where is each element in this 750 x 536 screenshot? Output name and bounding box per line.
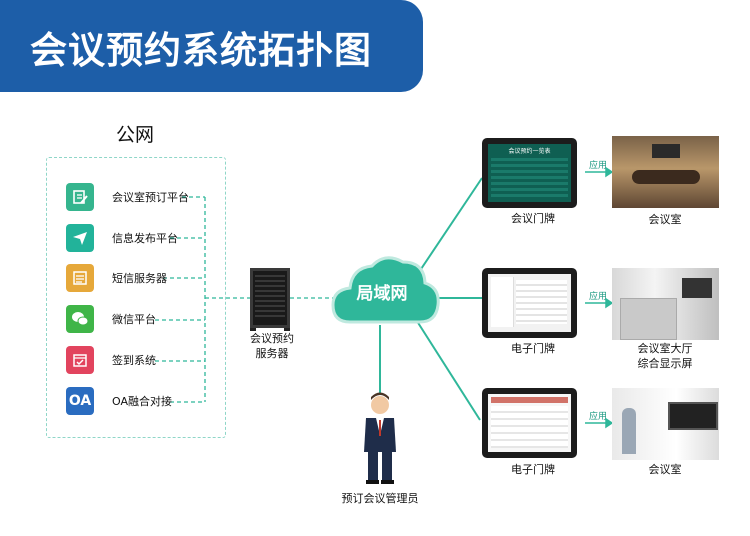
page-title: 会议预约系统拓扑图: [30, 29, 372, 72]
cloud-icon: [331, 256, 440, 324]
server-label: 会议预约 服务器: [236, 331, 308, 361]
device-screen: 会议预约一览表: [488, 144, 571, 202]
apply-arrows: [585, 166, 614, 429]
apply-label: 应用: [589, 292, 608, 302]
platform-label: 会议室预订平台: [112, 191, 189, 204]
room-label-line2: 综合显示屏: [637, 357, 693, 370]
device-label: 电子门牌: [511, 342, 555, 355]
server-label-line1: 会议预约: [250, 332, 294, 345]
platform-item-checkin: 签到系统: [66, 346, 216, 374]
title-banner: 会议预约系统拓扑图: [0, 0, 423, 92]
public-network-box: [46, 157, 226, 438]
screen-table: [491, 158, 568, 198]
room-label: 会议室: [648, 463, 682, 476]
edit-document-icon: [66, 183, 94, 211]
room-label: 会议室: [648, 213, 682, 226]
platform-label: 微信平台: [112, 313, 156, 326]
oa-icon: OA: [66, 387, 94, 415]
platform-label: 签到系统: [112, 354, 156, 367]
platform-label: 短信服务器: [112, 272, 167, 285]
device-screen: [488, 394, 571, 452]
platform-item-sms: 短信服务器: [66, 264, 216, 292]
server-rack-icon: [250, 268, 290, 331]
device-label: 会议门牌: [511, 212, 555, 225]
meeting-room-photo: [612, 388, 719, 460]
device-screen: [488, 274, 571, 332]
device-label: 电子门牌: [511, 463, 555, 476]
platform-item-wechat: 微信平台: [66, 305, 216, 333]
room-label-line1: 会议室大厅: [637, 342, 693, 355]
server-label-line2: 服务器: [255, 347, 289, 360]
calendar-check-icon: [66, 346, 94, 374]
lan-label: 局域网: [356, 284, 408, 304]
admin-label: 预订会议管理员: [341, 492, 419, 505]
door-sign-device-3: [482, 388, 577, 458]
platform-connectors: [155, 196, 335, 403]
meeting-room-photo: [612, 136, 719, 208]
admin-person-icon: [364, 392, 396, 484]
apply-label: 应用: [589, 412, 608, 422]
platform-item-oa: OA OA融合对接: [66, 387, 216, 415]
platform-label: 信息发布平台: [112, 232, 178, 245]
door-sign-device-1: 会议预约一览表: [482, 138, 577, 208]
paper-plane-icon: [66, 224, 94, 252]
platform-label: OA融合对接: [112, 395, 172, 408]
door-sign-device-2: [482, 268, 577, 338]
platform-item-info-publish: 信息发布平台: [66, 224, 216, 252]
wechat-icon: [66, 305, 94, 333]
platform-item-booking: 会议室预订平台: [66, 183, 216, 211]
room-label: 会议室大厅 综合显示屏: [610, 341, 720, 371]
screen-title: 会议预约一览表: [508, 148, 551, 155]
public-network-label: 公网: [116, 124, 155, 146]
message-list-icon: [66, 264, 94, 292]
hall-display-photo: [612, 268, 719, 340]
apply-label: 应用: [589, 161, 608, 171]
